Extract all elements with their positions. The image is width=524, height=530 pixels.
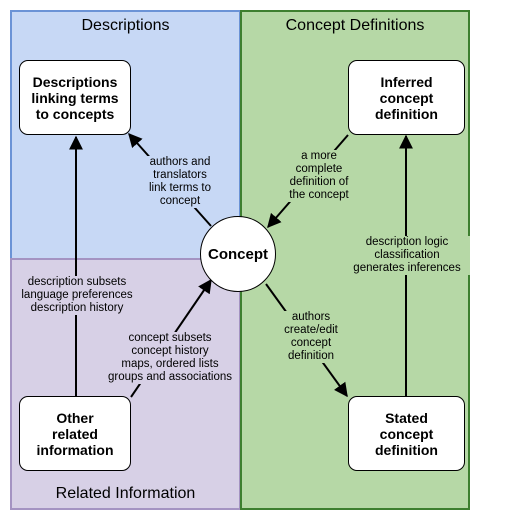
descriptions-box-label: Descriptions linking terms to concepts bbox=[31, 73, 119, 122]
concept-definitions-title: Concept Definitions bbox=[285, 17, 425, 34]
label-concept-subsets: concept subsets concept history maps, or… bbox=[102, 332, 238, 384]
related-information-title: Related Information bbox=[55, 485, 196, 502]
other-box-label: Other related information bbox=[36, 409, 114, 458]
stated-definition-box[interactable]: Stated concept definition bbox=[348, 396, 465, 471]
descriptions-region bbox=[10, 10, 241, 260]
inferred-definition-box[interactable]: Inferred concept definition bbox=[348, 60, 465, 135]
descriptions-title: Descriptions bbox=[81, 17, 170, 34]
concept-label: Concept bbox=[208, 245, 268, 263]
inferred-box-label: Inferred concept definition bbox=[375, 73, 438, 122]
label-authors-translators: authors and translators link terms to co… bbox=[136, 156, 224, 208]
label-dl-classification: description logic classification generat… bbox=[344, 236, 470, 275]
label-authors-create: authors create/edit concept definition bbox=[276, 311, 346, 363]
concept-node[interactable]: Concept bbox=[200, 216, 276, 292]
label-more-complete: a more complete definition of the concep… bbox=[280, 150, 358, 202]
descriptions-box[interactable]: Descriptions linking terms to concepts bbox=[19, 60, 131, 135]
label-description-subsets: description subsets language preferences… bbox=[16, 276, 138, 315]
other-related-information-box[interactable]: Other related information bbox=[19, 396, 131, 471]
stated-box-label: Stated concept definition bbox=[375, 409, 438, 458]
